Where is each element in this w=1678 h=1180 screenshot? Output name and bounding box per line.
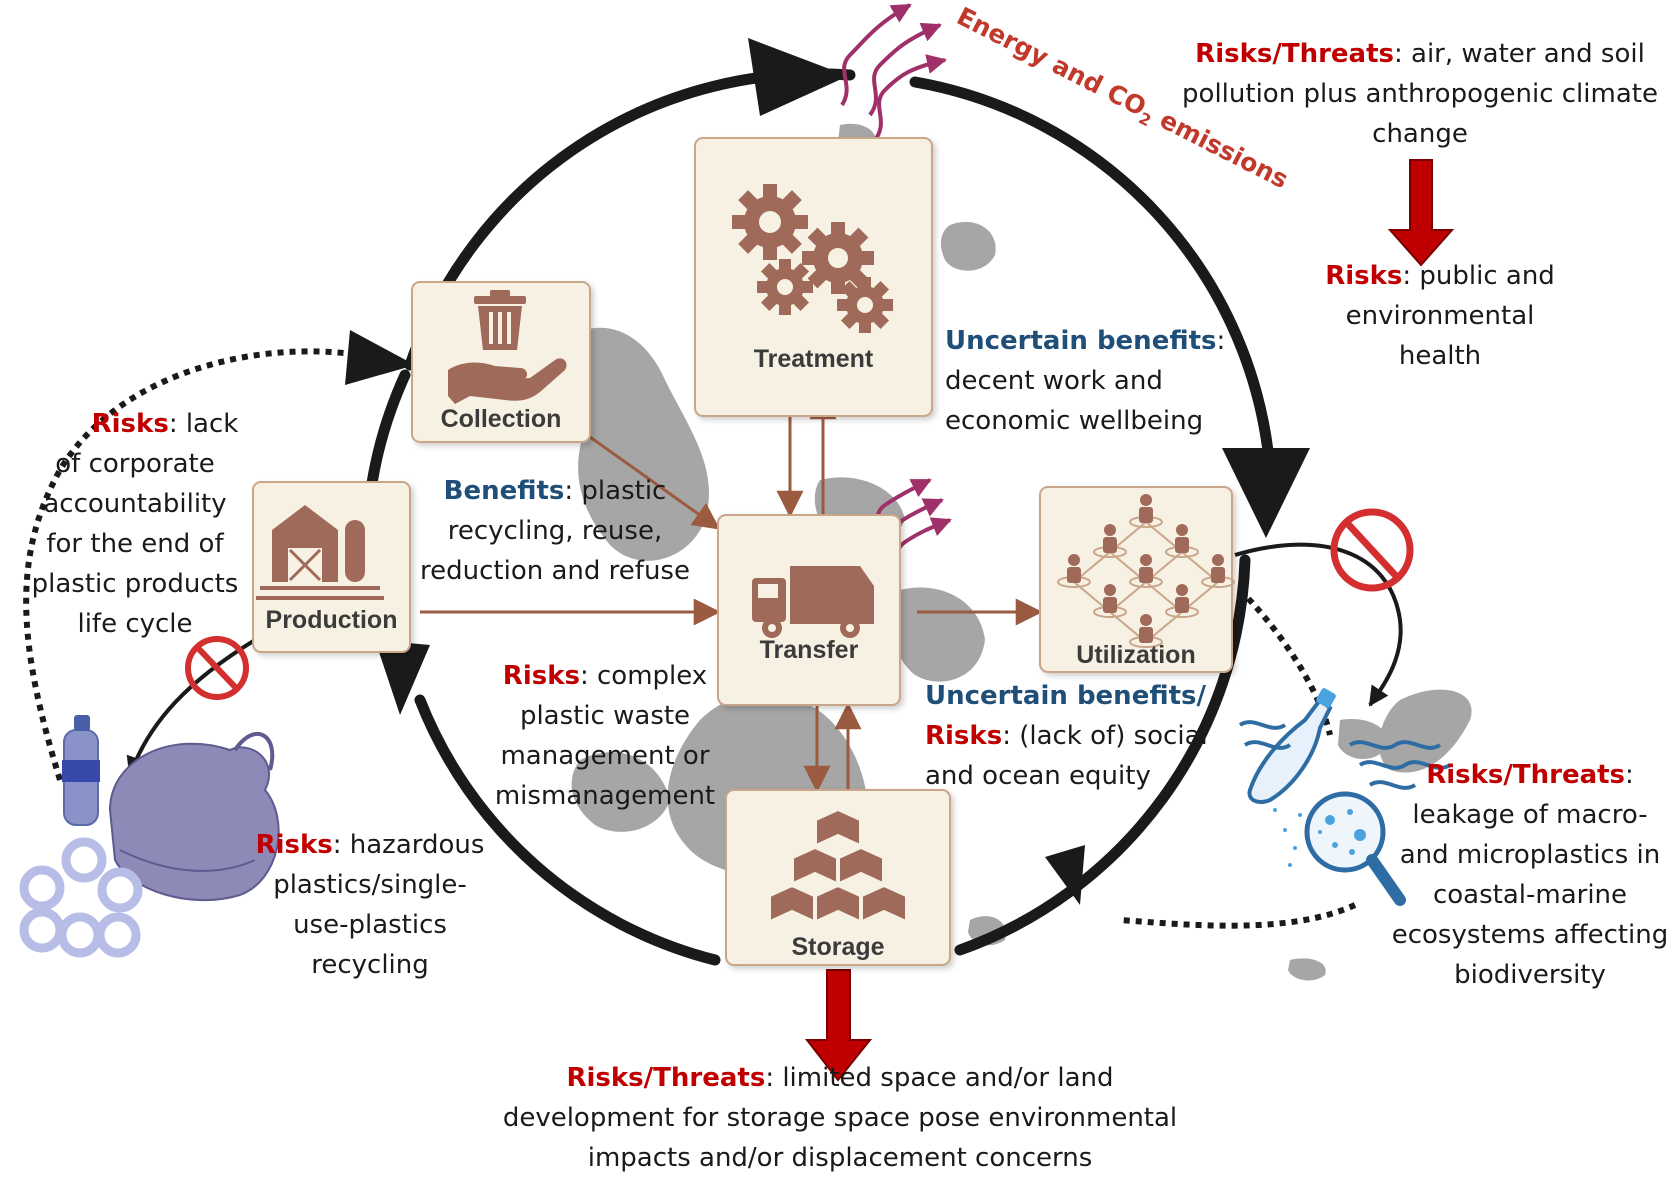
annotation-corporate-accountability: Risks: lack of corporate accountability … [31, 409, 239, 639]
stacked-boxes-icon [769, 808, 907, 923]
barn-icon [256, 505, 384, 600]
transfer-label: Transfer [759, 636, 859, 664]
annotation-benefits: Benefits: plastic recycling, reuse, redu… [420, 476, 690, 586]
plastic-bottle-icon [62, 715, 100, 826]
no-symbol-icon [185, 636, 249, 700]
annotation-storage-threats: Risks/Threats: limited space and/or land… [502, 1063, 1178, 1173]
hand-icon [448, 358, 567, 404]
arc-storage-to-production [414, 694, 721, 966]
threat-arrows [804, 159, 1455, 1082]
arc-treatment-to-utilization [909, 76, 1276, 476]
cycle-arrowheads [345, 38, 1310, 905]
storage-label: Storage [791, 933, 885, 961]
treatment-label: Treatment [753, 345, 874, 373]
arc-utilization-to-storage [954, 554, 1251, 956]
annotation-public-health: Risks: public and environmental health [1325, 261, 1555, 371]
annotation-top-right: Risks/Threats: air, water and soil pollu… [1182, 39, 1658, 149]
no-symbol-icon [1330, 508, 1414, 592]
magnifier-icon [1273, 791, 1406, 906]
leakage-paths [23, 348, 1403, 929]
six-pack-rings-icon [19, 837, 143, 958]
annotation-uncertain-benefits-treatment: Uncertain benefits: decent work and econ… [945, 326, 1226, 436]
trash-can-icon [474, 290, 526, 350]
annotation-transfer-risks: Risks: complex plastic waste management … [494, 661, 716, 811]
annotation-leakage: Risks/Threats: leakage of macro- and mic… [1391, 760, 1669, 990]
garbage-truck-icon [752, 566, 874, 638]
annotation-hazardous-plastics: Risks: hazardous plastics/single- use-pl… [255, 830, 485, 980]
utilization-label: Utilization [1076, 641, 1196, 669]
production-label: Production [265, 606, 398, 634]
gears-icon [732, 184, 893, 333]
flow-arrows [420, 392, 1043, 793]
waves [1238, 720, 1452, 790]
collection-label: Collection [440, 405, 562, 433]
annotation-utilization-risks: Uncertain benefits/ Risks: (lack of) soc… [925, 681, 1208, 791]
flow-collection-transfer [589, 435, 721, 530]
plastic-bag-icon [108, 731, 280, 902]
threat-arrow-top-right [1387, 159, 1455, 267]
people-network-icon [1057, 494, 1235, 648]
threat-arrow-storage [804, 969, 873, 1082]
